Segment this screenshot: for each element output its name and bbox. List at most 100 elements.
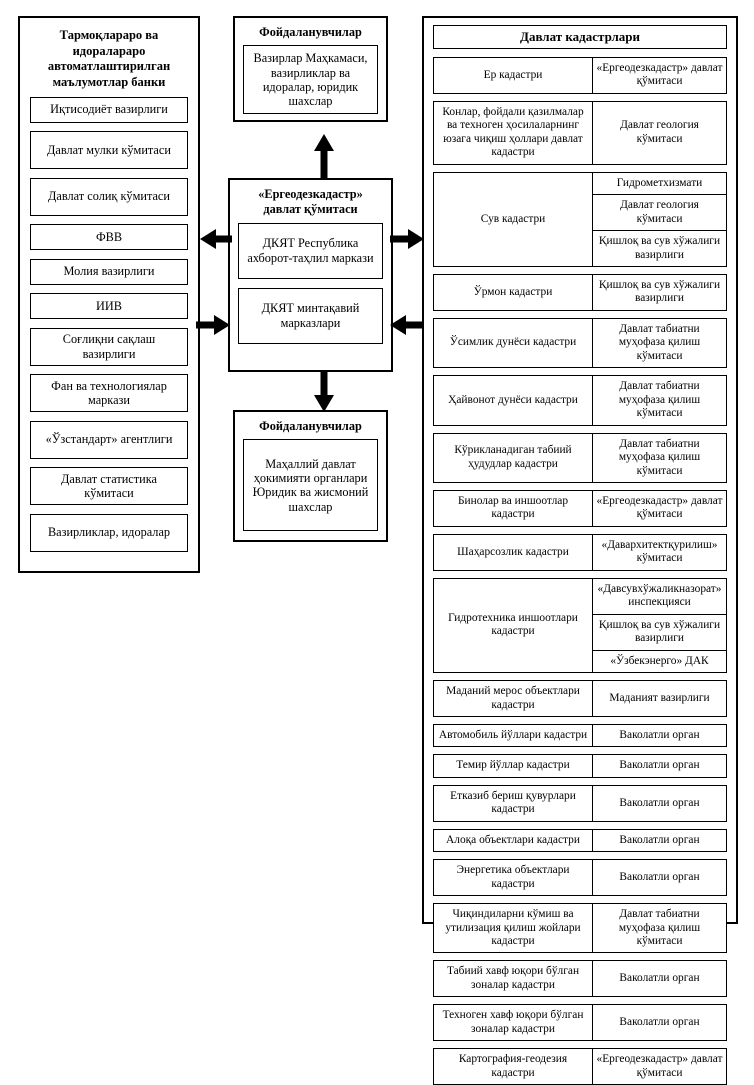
cadastre-organizations: «Даварxитектқурилиш» кўмитаси: [593, 535, 726, 570]
cadastre-name: Шаҳарсозлик кадастри: [434, 534, 593, 570]
cadastre-organization: Давлат геология кўмитаси: [593, 195, 726, 232]
cadastre-row: Ер кадастри«Ергеодезкадастр» давлат қўми…: [433, 57, 727, 94]
left-panel-item: Вазирликлар, идоралар: [30, 513, 188, 552]
cadastre-organizations: Ваколатли орган: [593, 786, 726, 821]
cadastre-organizations: «Ергеодезкадастр» давлат қўмитаси: [593, 491, 726, 526]
cadastre-name: Маданий мерос объектлари кадастри: [434, 681, 593, 716]
cadastre-organizations: Давлат табиатни муҳофаза қилиш кўмитаси: [593, 434, 726, 482]
left-panel-item: «Ўзстандарт» агентлиги: [30, 420, 188, 459]
cadastre-organization: Ваколатли орган: [619, 796, 700, 809]
right-panel-title: Давлат кадастрлари: [433, 25, 727, 49]
left-panel-item: Фан ва технологиялар маркази: [30, 374, 188, 412]
center-item-regional-centers: ДКЯТ минтақавий марказлари: [238, 287, 383, 344]
diagram-canvas: Тармоқлараро ва идоралараро автоматлашти…: [18, 16, 738, 1085]
center-item-republic-center: ДКЯТ Республика ахборот-таҳлил маркази: [238, 222, 383, 279]
cadastre-organizations: Давлат геология кўмитаси: [593, 102, 726, 164]
cadastre-row: Ҳайвонот дунёси кадастри Давлат табиатни …: [433, 375, 727, 426]
arrow-center-to-left-upper: [200, 228, 232, 250]
cadastre-row-list: Ер кадастри«Ергеодезкадастр» давлат қўми…: [433, 57, 727, 1085]
cadastre-name: Кўрикланадиган табиий ҳудудлар кадастри: [434, 433, 593, 482]
cadastre-organization: «Ергеодезкадастр» давлат қўмитаси: [596, 1053, 723, 1079]
cadastre-name: Гидротехника иншоотлари кадастри: [434, 578, 593, 673]
cadastre-row: Бинолар ва иншоотлар кадастри«Ергеодезка…: [433, 489, 727, 527]
cadastre-organizations: Ваколатли орган: [593, 830, 726, 851]
cadastre-organizations: Маданият вазирлиги: [593, 681, 726, 716]
left-panel-item: Соғлиқни сақлаш вазирлиги: [30, 327, 188, 366]
cadastre-organization: Ваколатли орган: [619, 1016, 700, 1029]
cadastre-organization: Ваколатли орган: [619, 870, 700, 883]
cadastre-organizations: Ваколатли орган: [593, 755, 726, 776]
left-panel-item: Иқтисодиёт вазирлиги: [30, 96, 188, 123]
cadastre-organization: Қишлоқ ва сув хўжалиги вазирлиги: [598, 278, 721, 305]
cadastre-name: Сув кадастри: [434, 172, 593, 266]
cadastre-organization: Ваколатли орган: [619, 759, 700, 772]
cadastre-organization: «Ергеодезкадастр» давлат қўмитаси: [596, 62, 723, 88]
cadastre-organization: Давлат табиатни муҳофаза қилиш кўмитаси: [618, 908, 701, 948]
cadastre-organizations: Ваколатли орган: [593, 1005, 726, 1040]
users-bottom-title: Фойдаланувчилар: [259, 419, 362, 433]
arrow-right-to-center-lower: [390, 314, 424, 336]
cadastre-name: Темир йўллар кадастри: [434, 755, 593, 777]
cadastre-row: Темир йўллар кадастри Ваколатли орган: [433, 754, 727, 778]
cadastre-name: Бинолар ва иншоотлар кадастри: [434, 490, 593, 526]
cadastre-organization: Гидрометхизмати: [593, 173, 726, 196]
left-panel-item: Давлат солиқ кўмитаси: [30, 177, 188, 216]
cadastre-organizations: Ваколатли орган: [593, 961, 726, 996]
cadastre-organizations: Ваколатли орган: [593, 725, 726, 746]
arrow-center-to-users-bottom: [313, 372, 335, 412]
cadastre-row: Чиқиндиларни кўмиш ва утилизация қилиш ж…: [433, 903, 727, 954]
cadastre-name: Картография-геодезия кадастри: [434, 1049, 593, 1085]
cadastre-name: Конлар, фойдали қазилмалар ва техноген ҳ…: [434, 101, 593, 164]
left-panel-item: Молия вазирлиги: [30, 258, 188, 285]
cadastre-name: Энергетика объектлари кадастри: [434, 860, 593, 896]
cadastre-organization: «Давсувхўжаликназорат» инспекцияси: [593, 579, 726, 615]
cadastre-organization: «Ўзбекэнерго» ДАК: [610, 654, 709, 667]
cadastre-row: Табиий хавф юқори бўлган зоналар кадастр…: [433, 960, 727, 998]
cadastre-name: Табиий хавф юқори бўлган зоналар кадастр…: [434, 961, 593, 997]
cadastre-organization: Қишлоқ ва сув хўжалиги вазирлиги: [593, 615, 726, 651]
interagency-data-bank-panel: Тармоқлараро ва идоралараро автоматлашти…: [18, 16, 200, 573]
cadastre-organization: Давлат табиатни муҳофаза қилиш кўмитаси: [618, 380, 701, 420]
arrow-center-to-users-top: [313, 134, 335, 178]
cadastre-organizations: Давлат табиатни муҳофаза қилиш кўмитаси: [593, 904, 726, 952]
cadastre-organizations: «Ергеодезкадастр» давлат қўмитаси: [593, 58, 726, 93]
cadastre-organization: Маданият вазирлиги: [609, 691, 710, 704]
cadastre-organization: Ваколатли орган: [619, 833, 700, 846]
cadastre-name: Етказиб бериш қувурлари кадастри: [434, 785, 593, 821]
cadastre-row: Шаҳарсозлик кадастри «Даварxитектқурилиш»…: [433, 533, 727, 571]
center-panel-title: «Ергеодезкадастр» давлат қўмитаси: [258, 187, 363, 217]
users-bottom-body: Маҳаллий давлат ҳокимияти органлари Юрид…: [243, 439, 378, 532]
cadastre-row: Картография-геодезия кадастри«Ергеодезка…: [433, 1048, 727, 1085]
cadastre-name: Алоқа объектлари кадастри: [434, 829, 593, 852]
cadastre-organization: Ваколатли орган: [619, 972, 700, 985]
cadastre-row: Маданий мерос объектлари кадастри Мадания…: [433, 680, 727, 717]
cadastre-row: Техноген хавф юқори бўлган зоналар кадас…: [433, 1004, 727, 1042]
left-panel-title: Тармоқлараро ва идоралараро автоматлашти…: [47, 28, 171, 89]
users-bottom-panel: Фойдаланувчилар Маҳаллий давлат ҳокимият…: [233, 410, 388, 542]
users-top-body: Вазирлар Маҳкамаси, вазирликлар ва идора…: [243, 45, 378, 115]
cadastre-organization: «Ергеодезкадастр» давлат қўмитаси: [596, 494, 723, 521]
cadastre-row: Гидротехника иншоотлари кадастри«Давсувх…: [433, 577, 727, 674]
arrow-left-to-center-lower: [196, 314, 230, 336]
cadastre-organization: Қишлоқ ва сув хўжалиги вазирлиги: [598, 235, 721, 261]
cadastre-name: Автомобиль йўллари кадастри: [434, 724, 593, 747]
cadastre-row: Автомобиль йўллари кадастри Ваколатли орг…: [433, 723, 727, 748]
cadastre-organization: Давлат геология кўмитаси: [620, 119, 699, 145]
cadastre-name: Ер кадастри: [434, 58, 593, 93]
arrow-center-to-right-upper: [390, 228, 424, 250]
cadastre-name: Ҳайвонот дунёси кадастри: [434, 376, 593, 425]
cadastre-organizations: Қишлоқ ва сув хўжалиги вазирлиги: [593, 275, 726, 310]
cadastre-organization: «Даварxитектқурилиш» кўмитаси: [601, 538, 718, 565]
cadastre-name: Ўрмон кадастри: [434, 274, 593, 310]
cadastre-organization: Ваколатли орган: [619, 728, 700, 741]
ergeodezkadastr-committee-panel: «Ергеодезкадастр» давлат қўмитаси ДКЯТ Р…: [228, 178, 393, 372]
users-top-title: Фойдаланувчилар: [259, 25, 362, 39]
cadastre-row: Алоқа объектлари кадастри Ваколатли орган: [433, 828, 727, 853]
